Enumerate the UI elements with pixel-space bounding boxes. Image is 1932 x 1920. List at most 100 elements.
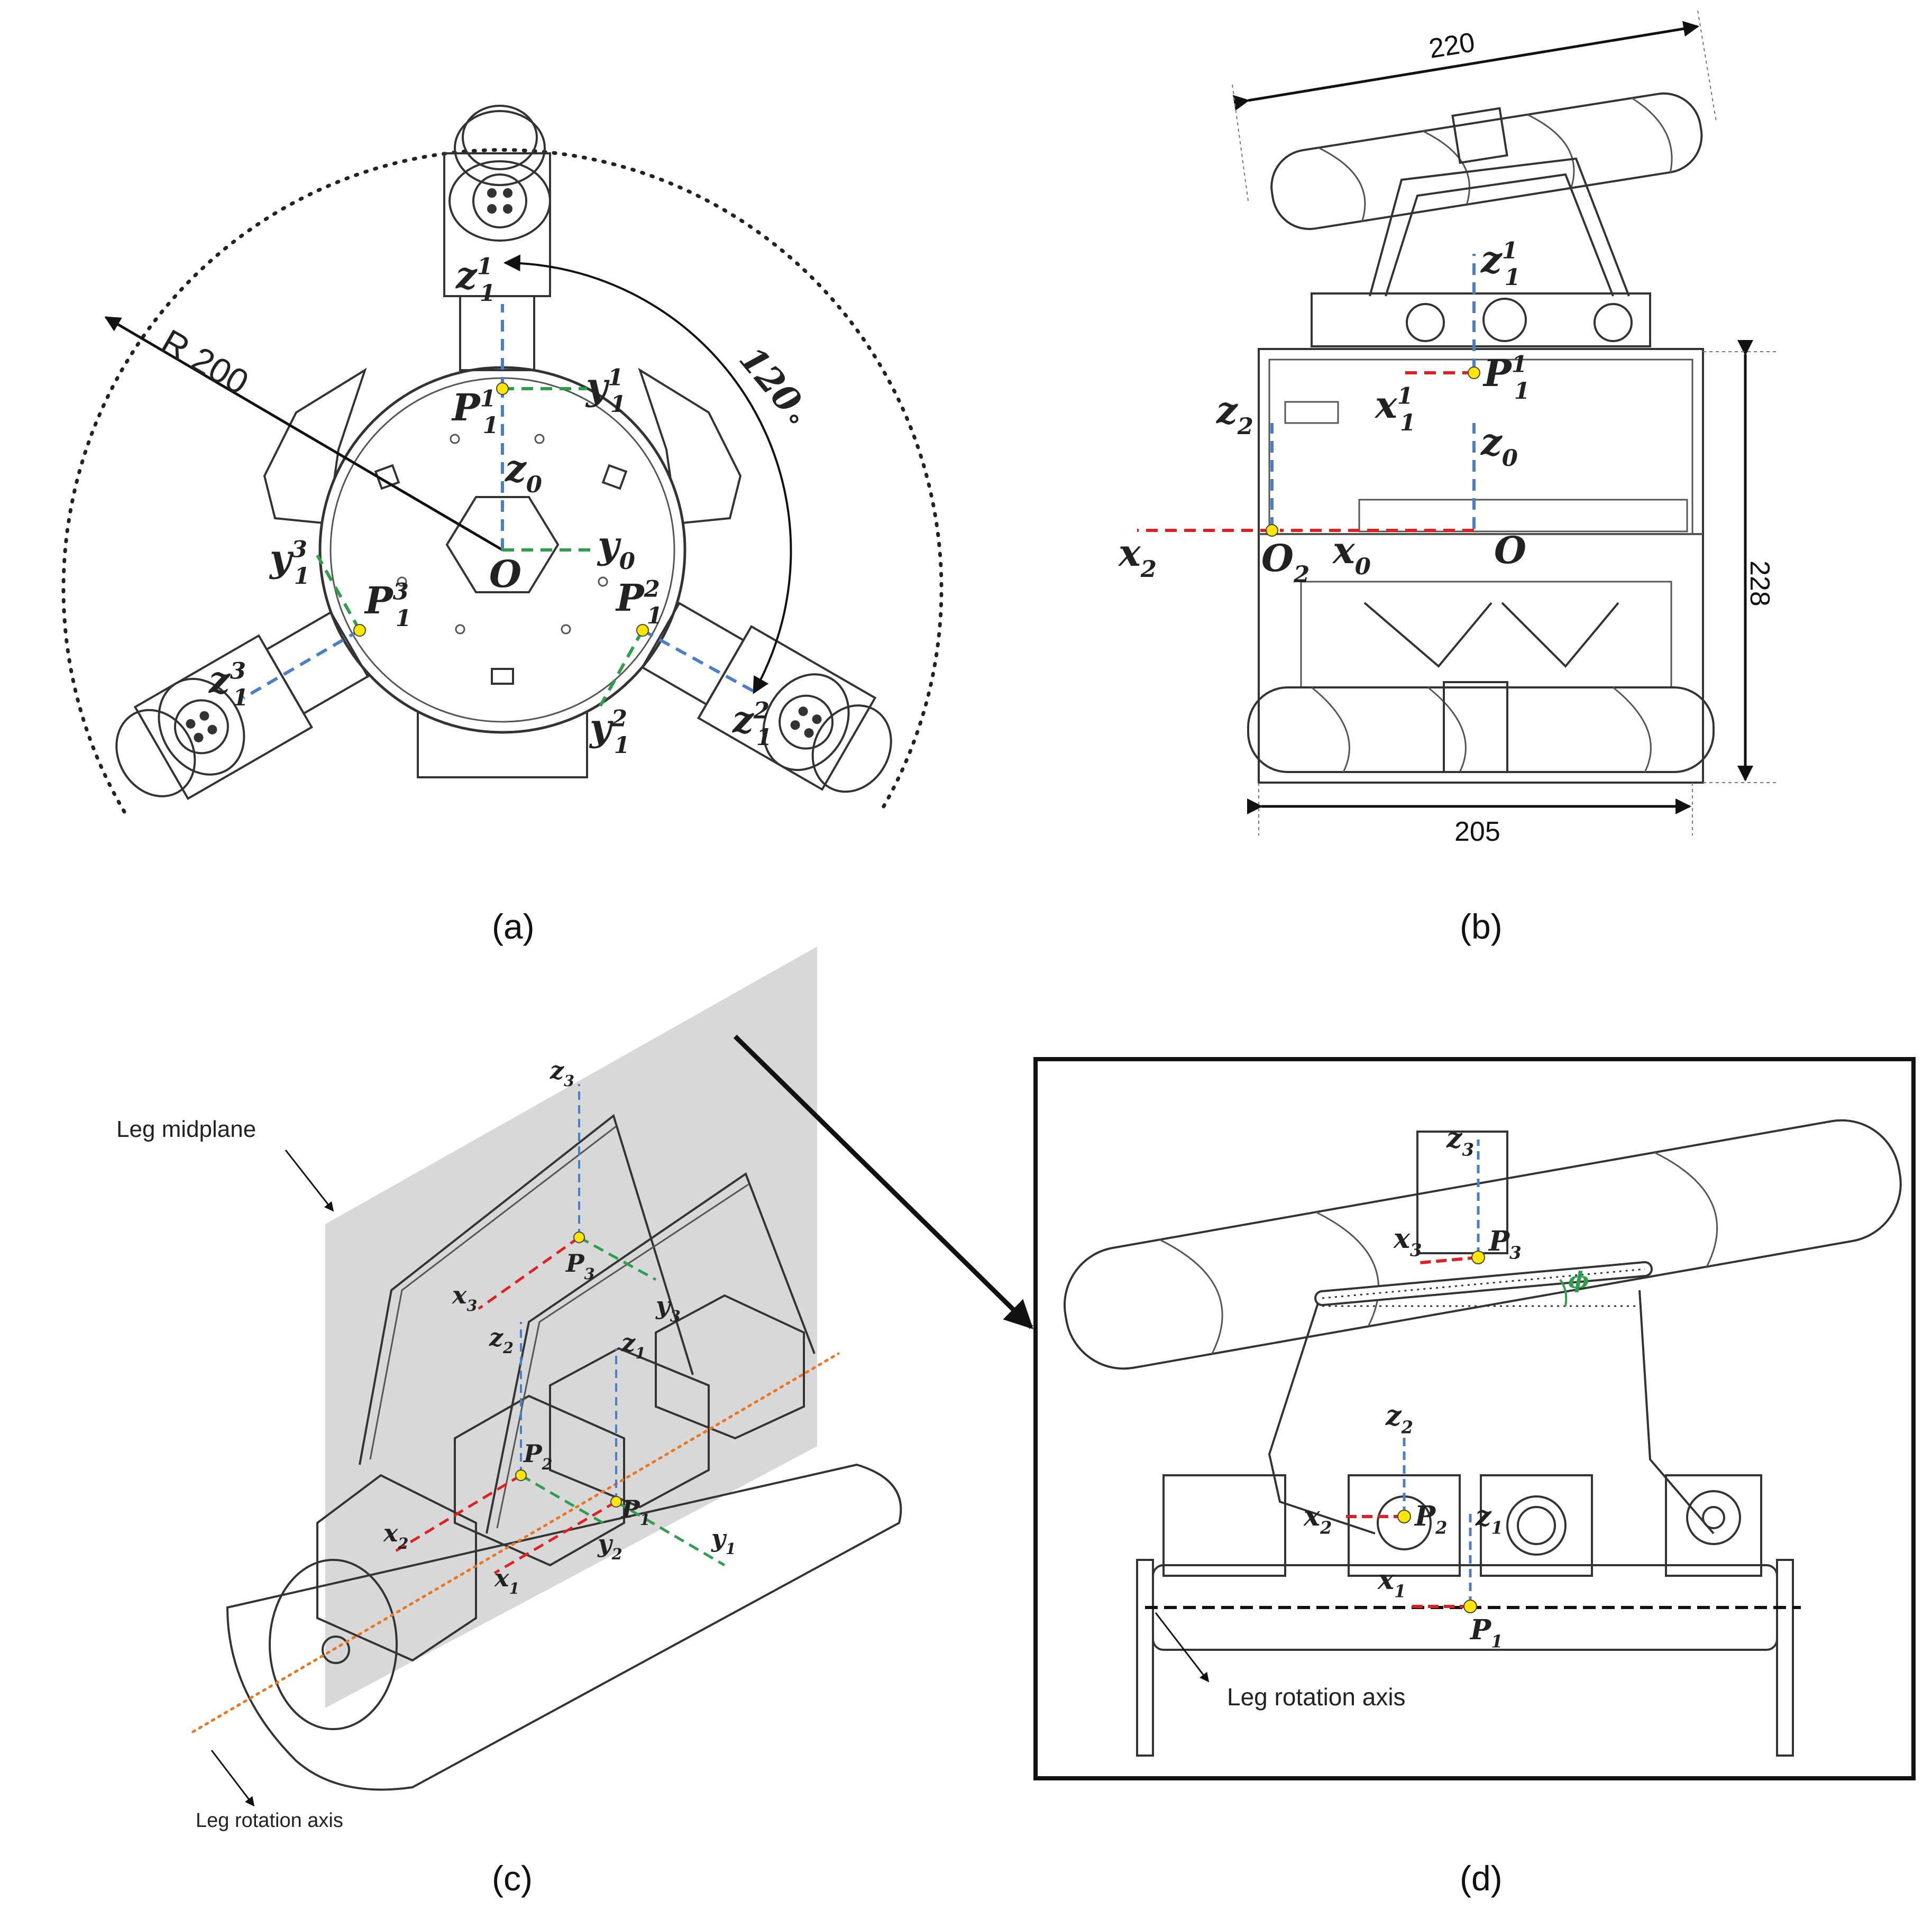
bottom-roller [1247,686,1715,773]
leg-bottom-right [640,601,892,793]
servo-mid-right [1480,1474,1593,1577]
phi-label: ϕ [1568,1267,1589,1293]
linkage-front [486,1172,816,1534]
radius-label: R 200 [155,321,255,402]
caption-d: (d) [1460,1859,1503,1898]
phi-arc [1559,1279,1568,1307]
label-P1: P1 [1469,1614,1503,1652]
servo-row [1311,292,1651,347]
point-P2 [515,1469,527,1481]
top-linkage [1369,157,1630,297]
axis-label-pointer [1155,1612,1210,1683]
point-P1 [1463,1600,1477,1613]
caption-c: (c) [492,1859,533,1898]
dim-bottom-label: 205 [1454,816,1500,847]
labels-d: z3 x3 P3 z2 x2 P2 z1 x1 P1 [1303,1122,1522,1652]
point-P1-1 [496,382,509,395]
linkage-left [1268,1290,1376,1535]
label-z0: z0 [504,446,542,498]
label-x1: x1 [494,1564,519,1597]
servo-block [454,1394,625,1567]
point-P2 [1397,1510,1411,1523]
axis-label-d: Leg rotation axis [1227,1683,1406,1711]
servo-right [1665,1474,1762,1577]
label-P2: P2 [523,1439,552,1473]
leg-midplane [325,947,817,1708]
label-x1: x1 [1377,1564,1406,1602]
caption-b: (b) [1460,907,1503,946]
reach-circle [61,148,944,814]
x3-axis [478,1236,580,1310]
label-y1: y1 [711,1524,736,1558]
top-roller [1063,1119,1902,1370]
label-z2: z2 [1215,388,1253,440]
leg-rotation-axis [191,1352,840,1733]
label-O: O [489,552,521,596]
label-z3: z3 [1446,1122,1474,1160]
point-P3 [573,1232,585,1243]
label-z0: z0 [1480,420,1518,472]
x2-axis [393,1474,522,1554]
y1-axis [615,1500,726,1567]
angle-arc [503,254,792,694]
axis-label-c: Leg rotation axis [196,1809,343,1832]
label-P3: P3 [1488,1225,1522,1263]
labels-c: z3 P3 x3 y3 z2 z1 P2 P1 x2 y2 y1 x1 [383,1056,736,1597]
dim-line-top [1232,21,1699,111]
axis-label-pointer [210,1750,255,1807]
servo-left [1162,1474,1286,1577]
label-x2: x2 [1303,1500,1332,1538]
label-y0: y0 [597,523,635,575]
point-P1-1 [1468,366,1480,379]
z1-2-axis [642,629,757,694]
zoom-arrow [733,1034,1033,1329]
panel-d: ϕ Leg rotation axis z3 x3 P3 z2 [1033,1057,1916,1898]
base-bracket-right [1776,1559,1794,1757]
caption-a: (a) [492,907,535,946]
top-roller [1270,92,1703,231]
label-z1: z1 [621,1328,646,1362]
dim-top-label: 220 [1427,27,1477,65]
servo-mid-left [1348,1474,1461,1577]
label-x2: x2 [383,1519,408,1552]
label-P1: P1 [620,1495,650,1529]
linkage-back [359,1114,694,1465]
base-bracket-left [1136,1559,1154,1757]
svg-text:120°: 120° [725,338,819,438]
label-x3: x3 [1393,1223,1422,1261]
body-lobe-left [263,368,367,525]
point-P1 [610,1496,622,1508]
label-O2: O2 [1261,536,1310,588]
point-P1-2 [636,624,649,637]
angle-label: 120° [725,338,819,438]
label-P2: P2 [1414,1500,1448,1538]
label-x3: x3 [452,1281,477,1315]
panel-b: 220 228 [1118,10,1777,946]
label-y2: y2 [597,1529,622,1563]
midplane-label: Leg midplane [116,1116,256,1142]
label-z1: z1 [1475,1500,1503,1538]
servo-block [316,1474,477,1662]
label-x0: x0 [1332,528,1371,580]
z1-3-axis [242,629,361,700]
servo-block [549,1347,710,1509]
panel-c: Leg midplane Leg rotation axis z3 [116,947,902,1898]
radius-arrow [104,316,503,552]
midplane-pointer [285,1150,334,1212]
point-P3 [1471,1251,1485,1264]
top-bracket [1416,1131,1508,1254]
